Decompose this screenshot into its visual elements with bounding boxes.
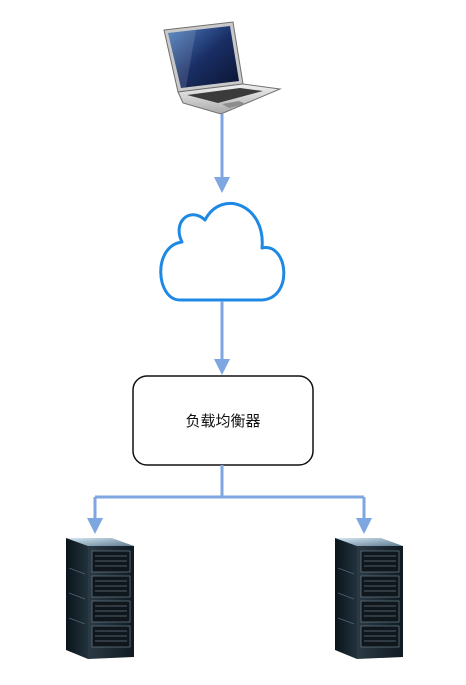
load-balancer-label: 负载均衡器 (185, 412, 260, 430)
connector-lb-to-servers (87, 465, 372, 534)
load-balancer-node: 负载均衡器 (132, 375, 314, 466)
laptop-icon (163, 21, 282, 115)
cloud-icon (159, 201, 286, 302)
server-rack-right-icon (335, 538, 403, 659)
server-rack-left-icon (66, 538, 134, 659)
connector-cloud-to-lb (214, 301, 230, 375)
connector-laptop-to-cloud (214, 114, 230, 193)
